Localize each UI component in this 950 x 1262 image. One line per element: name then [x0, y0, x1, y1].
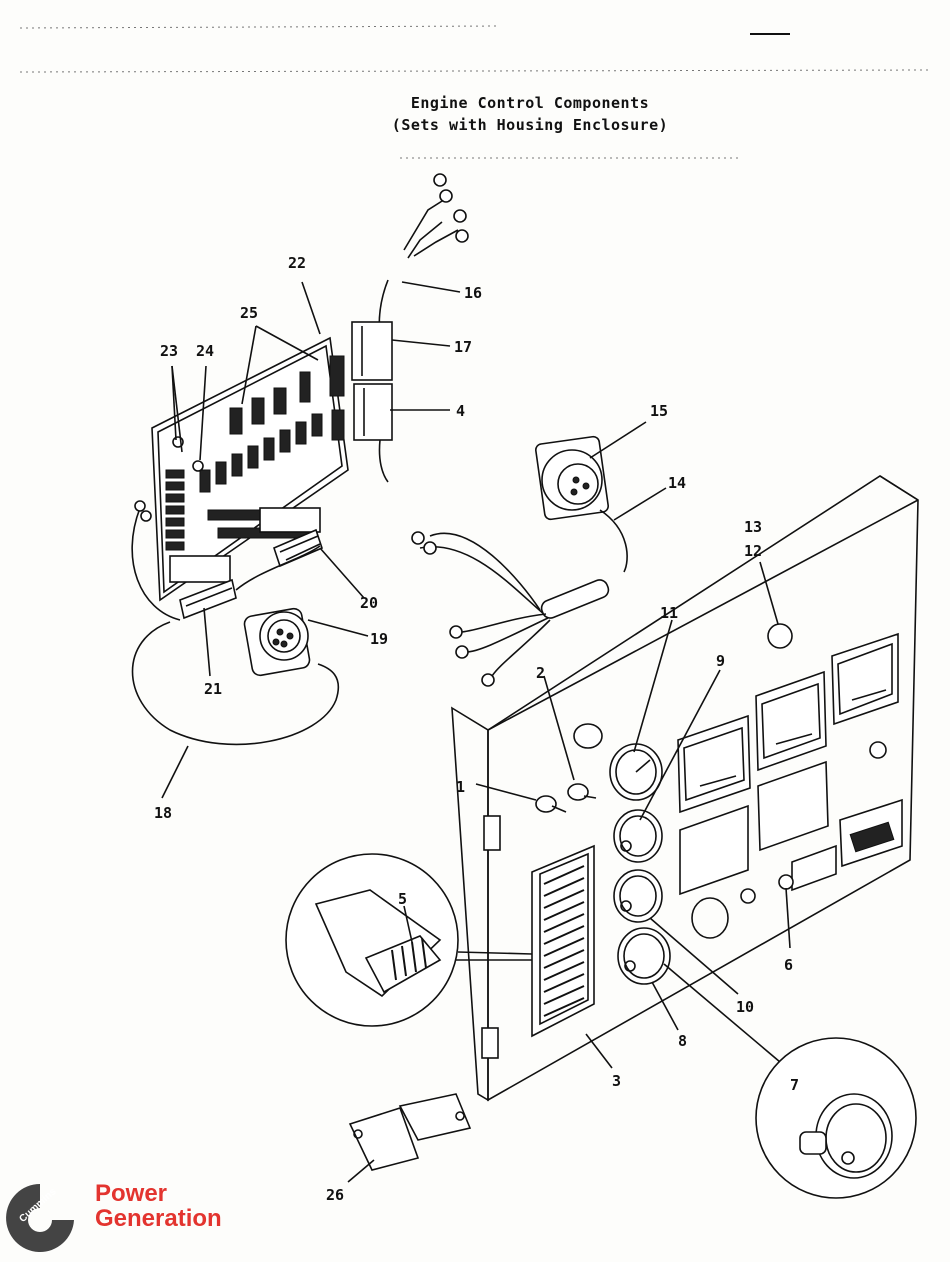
switch-2 — [567, 783, 597, 801]
callout-13: 13 — [744, 518, 762, 536]
fault-indicator-panel — [531, 844, 595, 1038]
callout-25: 25 — [240, 304, 258, 322]
callout-18: 18 — [154, 804, 172, 822]
brand-line-2: Generation — [95, 1205, 222, 1232]
panel-lamp — [573, 723, 603, 749]
callout-5: 5 — [398, 890, 407, 908]
callout-10: 10 — [736, 998, 754, 1016]
board-connector-20 — [273, 528, 323, 568]
callout-16: 16 — [464, 284, 482, 302]
callout-12: 12 — [744, 542, 762, 560]
callout-24: 24 — [196, 342, 214, 360]
board-connector-21 — [179, 578, 237, 620]
switch-1 — [535, 795, 567, 813]
callout-11: 11 — [660, 604, 678, 622]
detail-view-7 — [663, 963, 917, 1199]
leader-lines — [161, 281, 791, 1183]
lead-harness — [411, 531, 610, 687]
cummins-logo — [6, 1184, 74, 1252]
callout-4: 4 — [456, 402, 465, 420]
plug-15 — [534, 435, 628, 573]
diagram-subtitle: (Sets with Housing Enclosure) — [391, 116, 669, 134]
callout-3: 3 — [612, 1072, 621, 1090]
gauge-9 — [613, 809, 663, 863]
callout-15: 15 — [650, 402, 668, 420]
ac-meters — [677, 623, 903, 939]
housing-enclosure — [451, 475, 919, 1102]
harness-connectors — [351, 173, 469, 483]
diagram-title: Engine Control Components — [410, 94, 650, 112]
control-circuit-board — [151, 336, 349, 602]
callout-labels: 1 2 3 4 5 6 7 8 9 10 11 12 13 14 15 16 1… — [154, 254, 799, 1204]
callout-23: 23 — [160, 342, 178, 360]
gauge-10 — [613, 869, 663, 923]
receptacle-19 — [243, 607, 311, 677]
mounting-bracket-26 — [348, 1093, 472, 1171]
callout-9: 9 — [716, 652, 725, 670]
callout-2: 2 — [536, 664, 545, 682]
callout-17: 17 — [454, 338, 472, 356]
callout-7: 7 — [790, 1076, 799, 1094]
gauge-11 — [609, 743, 663, 801]
callout-21: 21 — [204, 680, 222, 698]
callout-6: 6 — [784, 956, 793, 974]
wiring-harness-18 — [131, 500, 340, 746]
callout-8: 8 — [678, 1032, 687, 1050]
scan-artifacts — [19, 25, 931, 159]
callout-26: 26 — [326, 1186, 344, 1204]
callout-20: 20 — [360, 594, 378, 612]
brand-line-1: Power — [95, 1180, 168, 1207]
callout-19: 19 — [370, 630, 388, 648]
gauge-8 — [617, 927, 671, 985]
detail-view-5 — [285, 853, 533, 1027]
callout-22: 22 — [288, 254, 306, 272]
callout-14: 14 — [668, 474, 686, 492]
callout-1: 1 — [456, 778, 465, 796]
